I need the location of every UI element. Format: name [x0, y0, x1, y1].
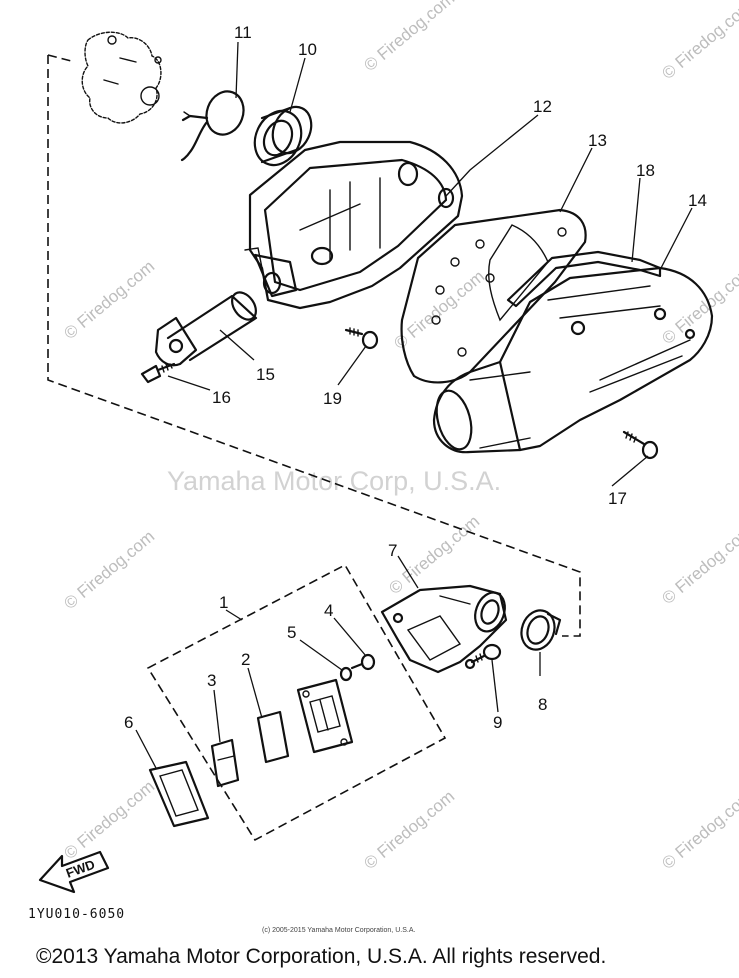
watermark-layer: © Firedog.com © Firedog.com © Firedog.co…	[60, 0, 739, 873]
part-19-screw	[344, 327, 379, 350]
callout-labels: 11 10 12 13 18 14 15 16 19 17 7 1 4 5 2 …	[124, 23, 707, 732]
leader-lines	[135, 41, 693, 769]
part-14-cover	[432, 266, 714, 454]
callout-4: 4	[324, 601, 333, 620]
part-4-screw	[350, 653, 376, 671]
callout-8: 8	[538, 695, 547, 714]
diagram-code: 1YU010-6050	[28, 907, 125, 922]
part-18-seal-strip	[506, 250, 662, 308]
small-copyright: (c) 2005-2015 Yamaha Motor Corporation, …	[262, 927, 415, 934]
part-8-clamp	[520, 609, 562, 651]
part-3-stopper	[210, 738, 240, 788]
part-17-screw	[622, 430, 659, 460]
upper-assembly-outline	[47, 54, 581, 637]
part-9-bolt	[470, 643, 502, 664]
callout-18: 18	[636, 161, 655, 180]
callout-5: 5	[287, 623, 296, 642]
callout-11: 11	[234, 23, 252, 42]
reed-block-plate	[296, 678, 354, 754]
watermark-diagonal: © Firedog.com	[360, 787, 458, 873]
watermark-diagonal: © Firedog.com	[658, 0, 739, 83]
part-10-seal	[253, 105, 313, 167]
watermark-diagonal: © Firedog.com	[658, 522, 739, 608]
reed-valve-outline	[146, 563, 447, 842]
part-12-case	[244, 140, 464, 310]
callout-13: 13	[588, 131, 607, 150]
callout-16: 16	[212, 388, 231, 407]
part-6-gasket	[148, 760, 210, 828]
callout-2: 2	[241, 650, 250, 669]
part-16-screw	[140, 362, 176, 384]
callout-10: 10	[298, 40, 317, 59]
callout-3: 3	[207, 671, 216, 690]
engine-reference-sketch	[81, 31, 162, 124]
watermark-diagonal: © Firedog.com	[60, 527, 158, 613]
callout-19: 19	[323, 389, 342, 408]
part-5-washer	[339, 666, 353, 682]
callout-1: 1	[219, 593, 228, 612]
watermark-diagonal: © Firedog.com	[360, 0, 458, 75]
part-13-plate	[400, 208, 587, 384]
callout-14: 14	[688, 191, 707, 210]
part-2-reed	[256, 710, 290, 764]
part-11-o-ring	[180, 90, 245, 162]
watermark-center: Yamaha Motor Corp, U.S.A.	[167, 466, 501, 496]
callout-12: 12	[533, 97, 552, 116]
part-7-manifold	[380, 584, 508, 674]
callout-17: 17	[608, 489, 627, 508]
callout-6: 6	[124, 713, 133, 732]
watermark-diagonal: © Firedog.com	[658, 787, 739, 873]
footer-copyright: ©2013 Yamaha Motor Corporation, U.S.A. A…	[36, 945, 606, 968]
watermark-diagonal: © Firedog.com	[60, 777, 158, 863]
callout-15: 15	[256, 365, 275, 384]
watermark-diagonal: © Firedog.com	[60, 257, 158, 343]
callout-7: 7	[388, 541, 397, 560]
watermark-diagonal: © Firedog.com	[658, 262, 739, 348]
callout-9: 9	[493, 713, 502, 732]
part-15-tube	[154, 291, 258, 367]
